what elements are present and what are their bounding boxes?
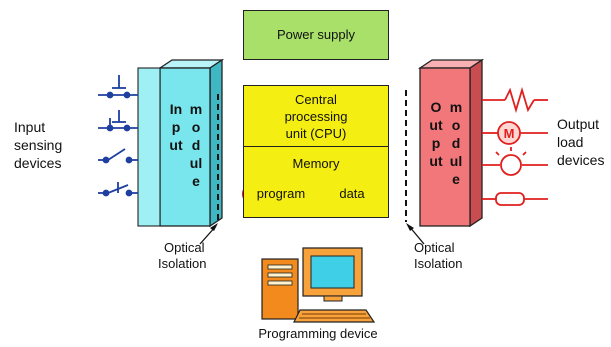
load-lamp: [482, 147, 548, 176]
optical-left-line2: Isolation: [158, 256, 207, 271]
computer-tower: [261, 258, 299, 320]
input-module-side: [209, 58, 223, 228]
output-devices-label: Output load devices: [557, 115, 604, 169]
optical-right-line2: Isolation: [414, 256, 463, 271]
output-module-side: [469, 58, 483, 228]
output-module-word2: module: [449, 99, 463, 187]
output-module-word1: Output: [429, 99, 443, 169]
data-label: data: [339, 186, 365, 201]
load-horn: [482, 192, 548, 206]
input-devices-line2: sensing: [14, 137, 63, 153]
input-module-leftface: [137, 67, 161, 227]
output-devices-line1: Output: [557, 116, 600, 132]
optical-left-line1: Optical: [164, 240, 205, 255]
load-motor: [482, 121, 548, 145]
memory-block: Memory: [243, 146, 389, 218]
cpu-line2: processing: [284, 109, 348, 124]
computer-keyboard: [293, 309, 376, 323]
motor-letter: M: [504, 126, 515, 141]
computer-monitor: [302, 247, 363, 302]
cpu-line3: unit (CPU): [285, 126, 347, 141]
output-devices-line2: load: [557, 134, 584, 150]
input-module-front: [159, 67, 211, 227]
memory-title: Memory: [292, 156, 340, 171]
input-module-word2: module: [189, 101, 203, 189]
input-module-word1: Input: [169, 101, 183, 153]
program-label: program: [256, 186, 306, 201]
switch-1: [98, 75, 138, 99]
optical-left-label: Optical Isolation: [158, 240, 206, 272]
power-supply-block: Power supply: [243, 10, 389, 60]
optical-arrowhead-left: [210, 223, 218, 231]
power-supply-label: Power supply: [276, 27, 356, 42]
input-devices-line1: Input: [14, 119, 46, 135]
switch-4: [98, 182, 138, 197]
output-loads: [482, 86, 548, 206]
input-devices-line3: devices: [14, 155, 62, 171]
optical-arrowhead-right: [406, 223, 414, 231]
programming-device-label: Programming device: [258, 326, 378, 341]
switch-3: [98, 148, 138, 164]
input-switches: [98, 75, 138, 197]
output-module-front: [419, 67, 471, 227]
optical-right-line1: Optical: [414, 240, 455, 255]
optical-right-label: Optical Isolation: [414, 240, 462, 272]
load-resistor: [482, 86, 548, 114]
switch-2: [98, 110, 138, 132]
cpu-block: Central processing unit (CPU): [243, 85, 389, 148]
input-devices-label: Input sensing devices: [14, 118, 62, 172]
cpu-line1: Central: [295, 92, 337, 107]
output-devices-line3: devices: [557, 152, 605, 168]
